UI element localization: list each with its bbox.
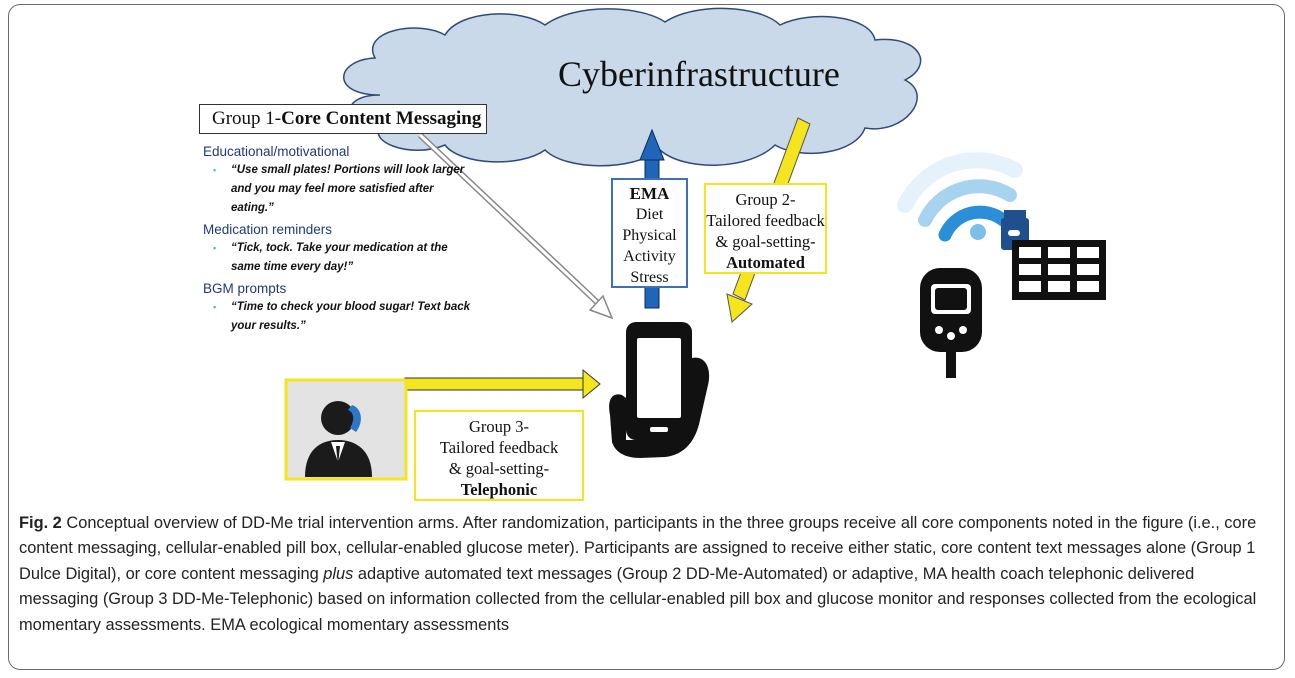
ema-heading: EMA bbox=[629, 184, 670, 203]
bullet-text: same time every day!” bbox=[231, 261, 354, 273]
group2-line: & goal-setting- bbox=[715, 232, 816, 251]
bullet-line: same time every day!” bbox=[213, 258, 489, 277]
cloud-label: Cyberinfrastructure bbox=[558, 54, 840, 94]
bullet-dot: • bbox=[213, 165, 217, 175]
bullet-text: “Time to check your blood sugar! Text ba… bbox=[231, 301, 471, 313]
caption-text-1: Conceptual overview of DD-Me trial inter… bbox=[19, 514, 1257, 583]
group1-content: Educational/motivational • “Use small pla… bbox=[199, 140, 489, 336]
bullet-line: • “Use small plates! Portions will look l… bbox=[213, 161, 489, 180]
bullet-text: “Tick, tock. Take your medication at the bbox=[231, 242, 448, 254]
group2-box: Group 2- Tailored feedback & goal-settin… bbox=[704, 183, 827, 274]
group3-line: Tailored feedback bbox=[439, 438, 559, 457]
group3-line: Group 3- bbox=[468, 417, 530, 436]
bullet-dot: • bbox=[213, 302, 217, 312]
ema-item: Physical bbox=[622, 227, 677, 244]
group1-arrow bbox=[417, 132, 614, 320]
group2-line: Group 2- bbox=[735, 190, 796, 209]
bullet-line: • “Tick, tock. Take your medication at th… bbox=[213, 239, 489, 258]
ema-item: Diet bbox=[635, 206, 664, 223]
bullet-text: your results.” bbox=[231, 320, 306, 332]
cloud-shape bbox=[343, 7, 922, 167]
figure-caption: Fig. 2 Conceptual overview of DD-Me tria… bbox=[19, 511, 1277, 638]
glucose-meter-icon bbox=[920, 268, 982, 378]
bullet-text: “Use small plates! Portions will look la… bbox=[231, 164, 465, 176]
group1-title: Group 1-Core Content Messaging bbox=[199, 104, 487, 134]
bullet-line: • “Time to check your blood sugar! Text b… bbox=[213, 298, 489, 317]
bullet-line: your results.” bbox=[213, 317, 489, 336]
bullet-line: eating.” bbox=[213, 199, 489, 218]
caption-text-2: adaptive automated text messages (Group … bbox=[19, 564, 1257, 634]
wifi-icon bbox=[897, 152, 1023, 242]
health-coach-icon bbox=[284, 378, 408, 481]
section-heading-medication: Medication reminders bbox=[203, 222, 333, 237]
group3-line: & goal-setting- bbox=[448, 459, 550, 478]
caption-italic: plus bbox=[323, 564, 354, 583]
group2-bold: Automated bbox=[726, 253, 805, 272]
bullet-dot: • bbox=[213, 243, 217, 253]
group3-box: Group 3- Tailored feedback & goal-settin… bbox=[414, 410, 584, 501]
section-heading-educational: Educational/motivational bbox=[203, 144, 350, 159]
figure-label: Fig. 2 bbox=[19, 514, 62, 532]
group1-title-prefix: Group 1- bbox=[212, 108, 282, 129]
group2-line: Tailored feedback bbox=[706, 211, 825, 230]
pill-box-icon bbox=[1001, 210, 1106, 300]
ema-item: Activity bbox=[623, 248, 676, 265]
bullet-line: and you may feel more satisfied after bbox=[213, 180, 489, 199]
group1-title-bold: Core Content Messaging bbox=[281, 108, 482, 129]
group3-bold: Telephonic bbox=[460, 480, 538, 499]
bullet-text: and you may feel more satisfied after bbox=[231, 183, 434, 195]
smartphone-icon bbox=[609, 322, 710, 458]
ema-item: Stress bbox=[630, 269, 669, 286]
diagram: Cyberinfrastructure bbox=[199, 7, 1106, 501]
bullet-text: eating.” bbox=[231, 202, 274, 214]
telephonic-arrow bbox=[404, 368, 601, 400]
ema-box: EMA Diet Physical Activity Stress bbox=[611, 178, 688, 288]
figure-frame bbox=[8, 4, 1285, 670]
section-heading-bgm: BGM prompts bbox=[203, 281, 287, 296]
